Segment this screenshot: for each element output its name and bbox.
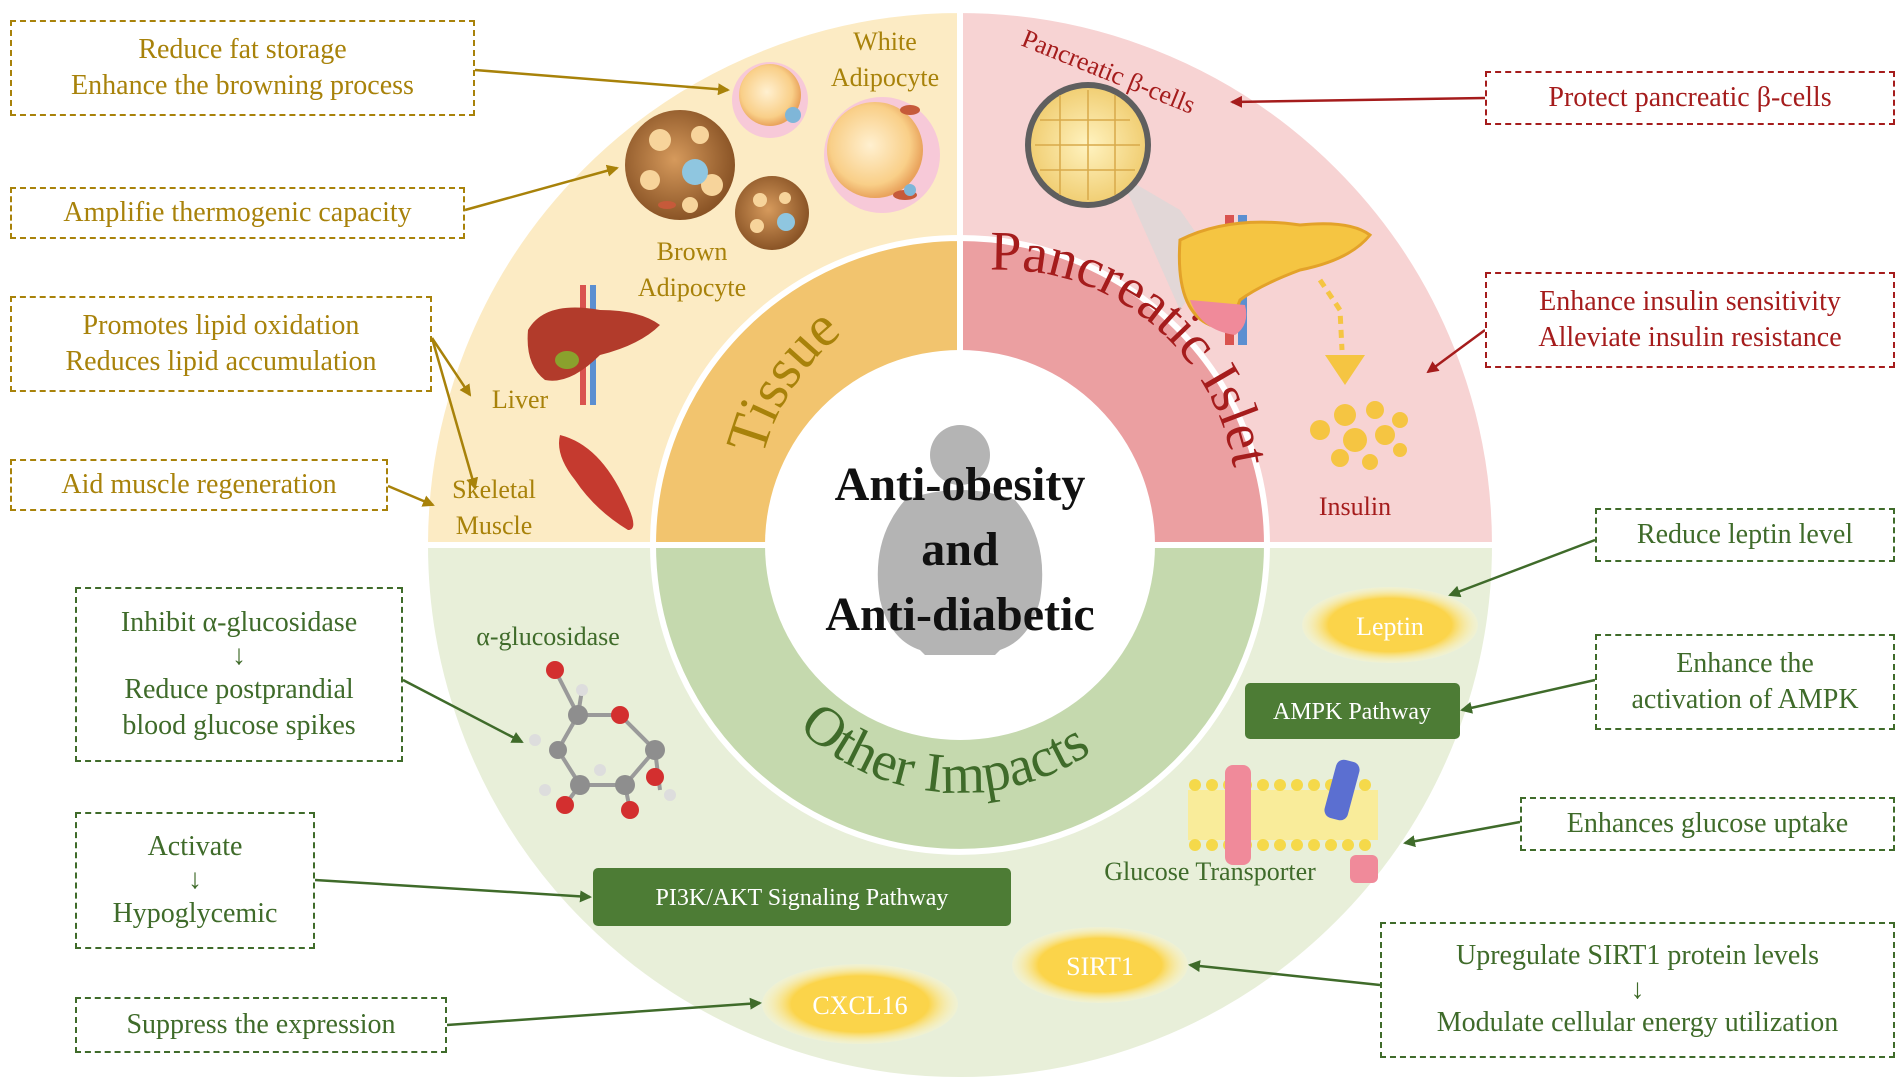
box-ampk-line-2: activation of AMPK bbox=[1631, 684, 1859, 715]
box-insulin-sensitivity: Enhance insulin sensitivity Alleviate in… bbox=[1485, 272, 1895, 368]
brown-adipocyte-label-2: Adipocyte bbox=[638, 273, 746, 302]
sirt1-label: SIRT1 bbox=[1066, 952, 1134, 981]
box-hypoglycemic: Activate ↓ Hypoglycemic bbox=[75, 812, 315, 949]
center-line-1: Anti-obesity bbox=[835, 458, 1086, 511]
arrow-ampk-activation bbox=[1460, 678, 1596, 714]
sirt1-badge: SIRT1 bbox=[1012, 927, 1188, 1003]
ampk-pathway-box: AMPK Pathway bbox=[1245, 683, 1460, 739]
pancreas-icon bbox=[1120, 175, 1373, 345]
skeletal-muscle-label-1: Skeletal bbox=[452, 475, 536, 504]
box-insulin-line-1: Enhance insulin sensitivity bbox=[1539, 285, 1841, 317]
box-cxcl16-line-1: Suppress the expression bbox=[126, 1008, 396, 1040]
ampk-label: AMPK Pathway bbox=[1273, 699, 1431, 725]
box-lipid-line-1: Promotes lipid oxidation bbox=[82, 309, 360, 341]
arrow-fat-to-white-adipocyte bbox=[474, 68, 730, 96]
box-glucosidase-arrow: ↓ bbox=[232, 639, 246, 671]
insulin-granules-icon bbox=[1310, 401, 1408, 470]
skeletal-muscle-label-2: Muscle bbox=[456, 511, 533, 540]
arrow-glucosidase bbox=[402, 678, 524, 744]
box-protect-beta-cells: Protect pancreatic β-cells bbox=[1485, 71, 1895, 125]
liver-label: Liver bbox=[492, 385, 549, 414]
box-thermogenic: Amplifie thermogenic capacity bbox=[10, 187, 465, 239]
arrow-pi3k bbox=[314, 878, 592, 903]
box-glucosidase: Inhibit α-glucosidase ↓ Reduce postprand… bbox=[75, 587, 403, 762]
box-glucosidase-line-3: Reduce postprandial bbox=[124, 673, 354, 705]
box-fat-browning: Reduce fat storage Enhance the browning … bbox=[10, 20, 475, 116]
box-muscle-regeneration: Aid muscle regeneration bbox=[10, 459, 388, 511]
white-adipocyte-large-icon bbox=[824, 97, 940, 213]
box-glucosidase-line-1: Inhibit α-glucosidase bbox=[120, 606, 358, 638]
cxcl16-badge: CXCL16 bbox=[762, 964, 958, 1044]
leptin-label: Leptin bbox=[1356, 612, 1424, 641]
box-fat-line-2: Enhance the browning process bbox=[71, 70, 414, 101]
glucose-transporter-icon bbox=[1188, 759, 1378, 883]
box-thermo-line-1: Amplifie thermogenic capacity bbox=[63, 196, 412, 228]
arrow-sirt1 bbox=[1188, 960, 1381, 987]
box-beta-line-1: Protect pancreatic β-cells bbox=[1548, 81, 1832, 113]
arrow-reduce-leptin bbox=[1448, 538, 1596, 598]
brown-adipocyte-label-1: Brown bbox=[657, 237, 728, 266]
brown-adipocyte-large-icon bbox=[625, 110, 735, 220]
box-lipid-oxidation: Promotes lipid oxidation Reduces lipid a… bbox=[10, 296, 432, 392]
arrow-lipid-to-liver bbox=[430, 337, 472, 397]
insulin-label: Insulin bbox=[1319, 492, 1391, 521]
box-ampk-line-1: Enhance the bbox=[1676, 647, 1814, 679]
beta-cells-magnified-icon bbox=[1025, 82, 1151, 208]
box-glucose-line-1: Enhances glucose uptake bbox=[1566, 807, 1849, 839]
white-adipocyte-label-1: White bbox=[853, 27, 917, 56]
box-glucosidase-line-4: blood glucose spikes bbox=[122, 710, 356, 742]
arrow-cxcl16 bbox=[446, 997, 762, 1027]
pi3k-akt-pathway-box: PI3K/AKT Signaling Pathway bbox=[593, 868, 1011, 926]
arrow-glucose-uptake bbox=[1403, 820, 1521, 848]
glucosidase-molecule-icon bbox=[529, 661, 676, 819]
box-ampk-activation: Enhance the activation of AMPK bbox=[1595, 634, 1895, 730]
box-muscle-line-1: Aid muscle regeneration bbox=[61, 468, 337, 500]
box-sirt1: Upregulate SIRT1 protein levels ↓ Modula… bbox=[1380, 922, 1895, 1058]
box-glucose-uptake: Enhances glucose uptake bbox=[1520, 797, 1895, 851]
box-hypo-line-3: Hypoglycemic bbox=[112, 897, 278, 929]
box-reduce-leptin: Reduce leptin level bbox=[1595, 508, 1895, 562]
box-sirt1-line-3: Modulate cellular energy utilization bbox=[1436, 1007, 1839, 1039]
box-lipid-line-2: Reduces lipid accumulation bbox=[65, 346, 377, 377]
arrow-protect-beta-cells bbox=[1230, 95, 1486, 108]
glucose-transporter-label: Glucose Transporter bbox=[1104, 857, 1316, 886]
arrow-muscle-regeneration bbox=[387, 484, 435, 507]
box-insulin-line-2: Alleviate insulin resistance bbox=[1538, 322, 1842, 353]
liver-icon bbox=[527, 285, 660, 405]
arrow-thermo-to-brown-adipocyte bbox=[464, 164, 619, 212]
box-sirt1-arrow: ↓ bbox=[1630, 973, 1645, 1005]
brown-adipocyte-small-icon bbox=[735, 176, 809, 250]
insulin-release-arrow-icon bbox=[1317, 278, 1365, 385]
pi3k-label: PI3K/AKT Signaling Pathway bbox=[656, 885, 949, 911]
box-cxcl16-suppress: Suppress the expression bbox=[75, 997, 447, 1053]
leptin-badge: Leptin bbox=[1302, 587, 1478, 663]
center-line-2: and bbox=[921, 523, 999, 576]
glucosidase-label: α-glucosidase bbox=[476, 622, 620, 651]
box-leptin-line-1: Reduce leptin level bbox=[1636, 518, 1854, 550]
box-sirt1-line-1: Upregulate SIRT1 protein levels bbox=[1455, 940, 1819, 972]
center-title: Anti-obesity and Anti-diabetic bbox=[825, 458, 1094, 641]
box-fat-line-1: Reduce fat storage bbox=[138, 33, 347, 65]
box-hypo-line-1: Activate bbox=[147, 830, 243, 862]
box-hypo-arrow: ↓ bbox=[188, 864, 202, 896]
arrow-insulin-sensitivity bbox=[1426, 328, 1486, 374]
arrow-lipid-to-muscle bbox=[430, 337, 479, 490]
center-line-3: Anti-diabetic bbox=[825, 588, 1094, 641]
skeletal-muscle-icon bbox=[559, 435, 634, 530]
cxcl16-label: CXCL16 bbox=[812, 991, 907, 1020]
person-silhouette-icon bbox=[877, 425, 1043, 655]
white-adipocyte-label-2: Adipocyte bbox=[831, 63, 939, 92]
white-adipocyte-small-icon bbox=[732, 62, 808, 138]
